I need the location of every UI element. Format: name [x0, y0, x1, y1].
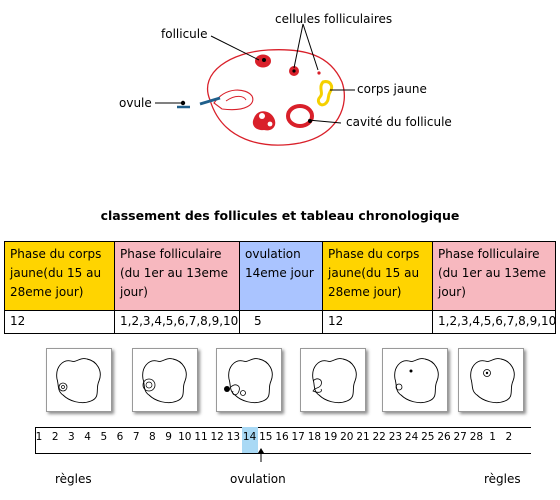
timeline-day: 2: [51, 431, 59, 443]
timeline-day: 9: [165, 431, 172, 443]
stage-thumbnail: [300, 348, 366, 412]
timeline-day: 21: [356, 431, 370, 443]
ovule-release-shape: [213, 89, 254, 111]
timeline-day: 27: [453, 431, 467, 443]
table-values-row: 12 1,2,3,4,5,6,7,8,9,10 5 12 1,2,3,4,5,6…: [4, 310, 556, 334]
timeline-day: 1: [35, 431, 43, 443]
timeline-day: 1: [489, 431, 496, 443]
ovary-diagram: [155, 23, 355, 146]
timeline-day: 18: [307, 431, 322, 443]
timeline-day: 17: [291, 431, 305, 443]
chronology-table: Phase du corps jaune(du 15 au 28eme jour…: [4, 241, 556, 334]
timeline-day: 2: [505, 431, 513, 443]
timeline-day: 8: [149, 431, 156, 443]
timeline-day: 10: [178, 431, 192, 443]
timeline-day: 19: [323, 431, 338, 443]
label-corps-jaune: corps jaune: [357, 82, 427, 96]
ovule-shape: [199, 96, 221, 106]
header-cell: Phase du corps jaune(du 15 au 28eme jour…: [4, 241, 115, 311]
value-cell: 12: [4, 310, 115, 334]
timeline-day: 28: [469, 431, 484, 443]
timeline-day: 7: [132, 431, 140, 443]
timeline-day: 5: [100, 431, 108, 443]
regles-left-label: règles: [55, 472, 92, 486]
timeline-day: 22: [372, 431, 386, 443]
header-cell: ovulation 14eme jour: [239, 241, 323, 311]
timeline-day: 3: [68, 431, 75, 443]
stage-thumbnail: [216, 348, 282, 412]
value-cell: 1,2,3,4,5,6,7,8,9,10: [432, 310, 556, 334]
header-cell: Phase du corps jaune(du 15 au 28eme jour…: [322, 241, 433, 311]
value-cell: 5: [239, 310, 323, 334]
label-cellules-folliculaires: cellules folliculaires: [275, 12, 393, 26]
value-cell: 12: [322, 310, 433, 334]
ovulation-label: ovulation: [230, 472, 286, 486]
table-title: classement des follicules et tableau chr…: [100, 208, 460, 223]
label-follicule: follicule: [161, 27, 208, 41]
timeline-day: 14: [241, 427, 258, 453]
label-cavite-follicule: cavité du follicule: [346, 115, 452, 129]
stage-thumbnail: [458, 348, 524, 412]
timeline-day: 13: [226, 431, 241, 443]
table-header-row: Phase du corps jaune(du 15 au 28eme jour…: [4, 241, 556, 311]
timeline-day: 4: [84, 431, 91, 443]
header-cell: Phase folliculaire (du 1er au 13eme jour…: [114, 241, 240, 311]
stage-thumbnail: [132, 348, 198, 412]
label-ovule: ovule: [119, 96, 152, 110]
timeline-day: 26: [437, 431, 451, 443]
timeline-day: 11: [194, 431, 208, 443]
header-cell: Phase folliculaire (du 1er au 13eme jour…: [432, 241, 556, 311]
regles-right-label: règles: [484, 472, 521, 486]
corps-jaune-shape: [316, 80, 334, 107]
timeline-day: 25: [421, 431, 435, 443]
timeline-day: 16: [275, 431, 289, 443]
value-cell: 1,2,3,4,5,6,7,8,9,10: [114, 310, 240, 334]
stage-thumbnail: [382, 348, 448, 412]
timeline-day: 24: [404, 431, 419, 443]
ovary-outline: [207, 49, 346, 146]
timeline-day: 23: [388, 431, 403, 443]
timeline-day: 6: [116, 431, 124, 443]
timeline-day: 12: [210, 431, 224, 443]
timeline-day: 15: [259, 431, 273, 443]
timeline-day: 20: [340, 431, 354, 443]
stage-thumbnail: [46, 348, 112, 412]
ovulation-arrow-icon: [258, 448, 264, 462]
cavity-follicle-shape: [286, 104, 314, 128]
